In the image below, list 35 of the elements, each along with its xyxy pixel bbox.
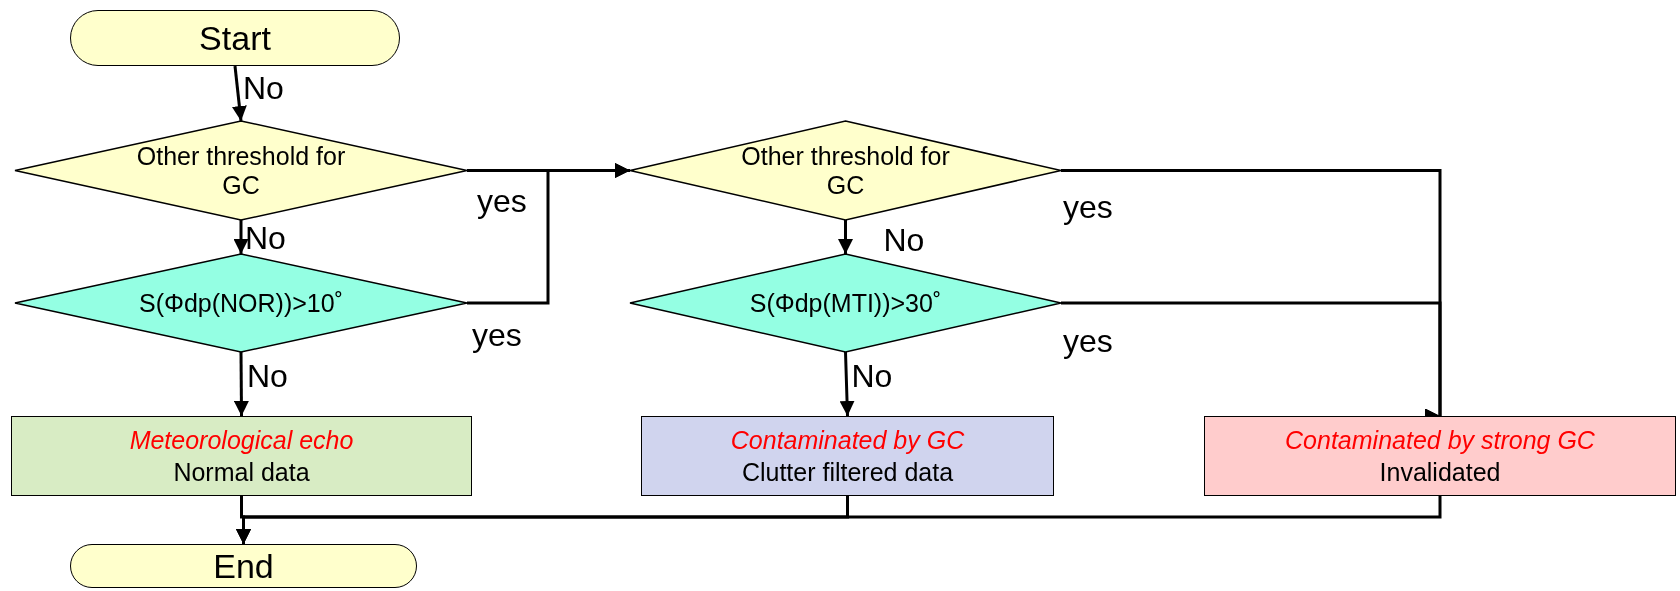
edge-label: No (243, 72, 284, 104)
decision-diamond (15, 121, 467, 220)
terminal-label: End (213, 546, 274, 586)
arrow (231, 65, 247, 122)
decision-label: S(Φdp(NOR))>10˚ (138, 288, 344, 318)
decision-diamond (630, 254, 1061, 352)
result-text: Clutter filtered data (741, 457, 954, 488)
decision-diamond (630, 121, 1061, 220)
edge-label: No (883, 224, 925, 256)
edge-label: No (247, 360, 288, 392)
arrow (236, 496, 1442, 544)
result-heading: Contaminated by GC (730, 424, 965, 456)
edge-label: yes (1063, 190, 1113, 223)
edge-label: yes (472, 319, 522, 351)
result-text: Invalidated (1379, 457, 1501, 488)
arrow (467, 163, 630, 305)
arrow (233, 220, 249, 254)
decision-diamond (15, 254, 467, 352)
arrow (838, 220, 853, 254)
edge-label: yes (1063, 325, 1113, 357)
result-box (11, 416, 472, 496)
result-box (1204, 416, 1676, 496)
decision-label: Other threshold for GC (135, 141, 347, 200)
edge-label: No (245, 222, 286, 254)
edge-label: yes (477, 184, 527, 217)
terminal-label: Start (199, 18, 271, 58)
edge-label: No (851, 360, 893, 392)
arrow (233, 352, 249, 416)
decision-label: Other threshold for GC (740, 141, 951, 200)
decision-label: S(Φdp(MTI))>30˚ (748, 288, 943, 318)
result-text: Normal data (173, 457, 310, 488)
arrow (839, 351, 855, 417)
result-heading: Meteorological echo (129, 424, 354, 456)
result-box (641, 416, 1054, 496)
result-heading: Contaminated by strong GC (1285, 424, 1595, 456)
